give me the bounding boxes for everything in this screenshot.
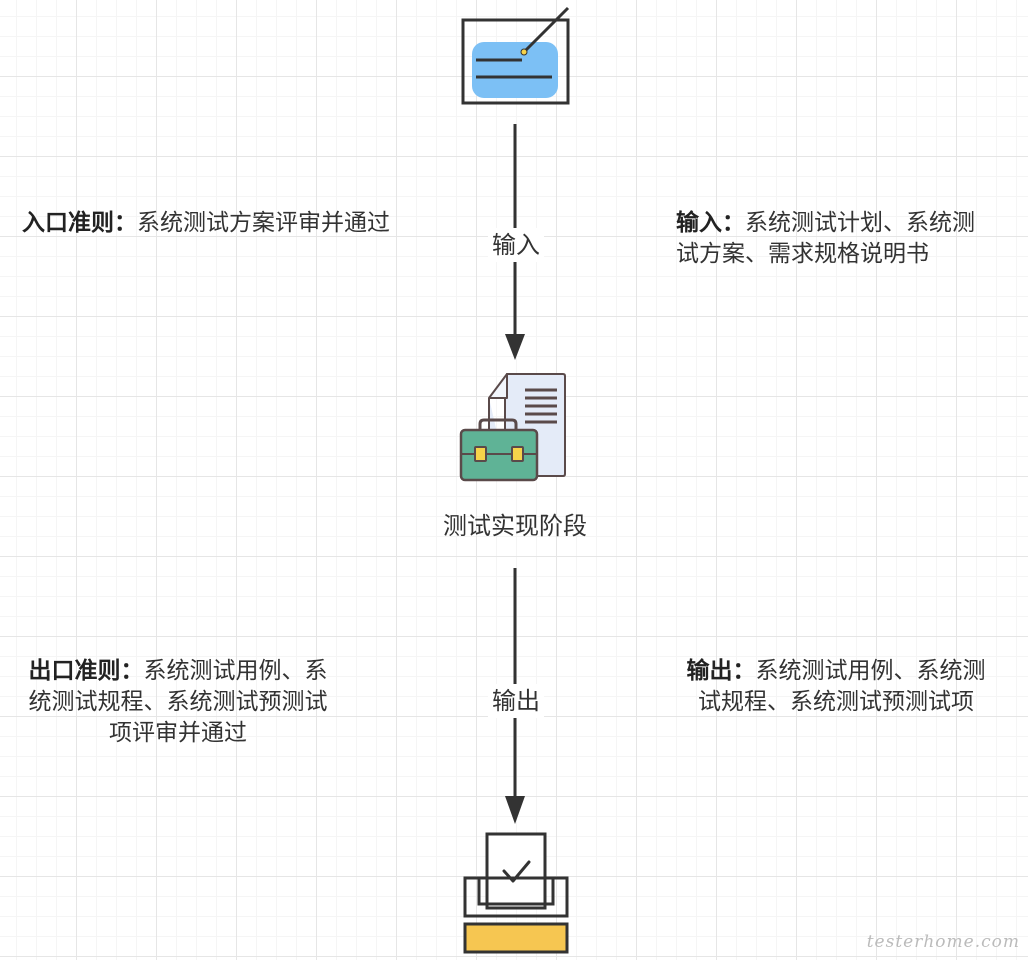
output-note: 输出：系统测试用例、系统测试规程、系统测试预测试项 <box>676 656 996 718</box>
exit-criteria-title: 出口准则： <box>28 658 144 684</box>
briefcase-document-icon <box>455 370 575 488</box>
input-note: 输入：系统测试计划、系统测试方案、需求规格说明书 <box>676 208 996 270</box>
entry-criteria-note: 入口准则：系统测试方案评审并通过 <box>18 208 394 239</box>
inbox-check-icon <box>455 830 575 954</box>
entry-criteria-title: 入口准则： <box>22 210 137 236</box>
exit-criteria-body: 系统测试用例、系统测试规程、系统测试预测试项评审并通过 <box>28 658 328 746</box>
edge-label-input: 输入 <box>488 228 544 262</box>
entry-criteria-body: 系统测试方案评审并通过 <box>137 210 390 236</box>
input-title: 输入： <box>676 210 745 236</box>
document-pen-icon <box>456 4 576 110</box>
input-body: 系统测试计划、系统测试方案、需求规格说明书 <box>676 210 975 267</box>
watermark: testerhome.com <box>866 932 1020 952</box>
output-body: 系统测试用例、系统测试规程、系统测试预测试项 <box>698 658 986 715</box>
edge-label-output: 输出 <box>488 684 544 718</box>
output-title: 输出： <box>686 658 756 684</box>
exit-criteria-note: 出口准则：系统测试用例、系统测试规程、系统测试预测试项评审并通过 <box>18 656 338 749</box>
stage-label: 测试实现阶段 <box>443 512 587 540</box>
